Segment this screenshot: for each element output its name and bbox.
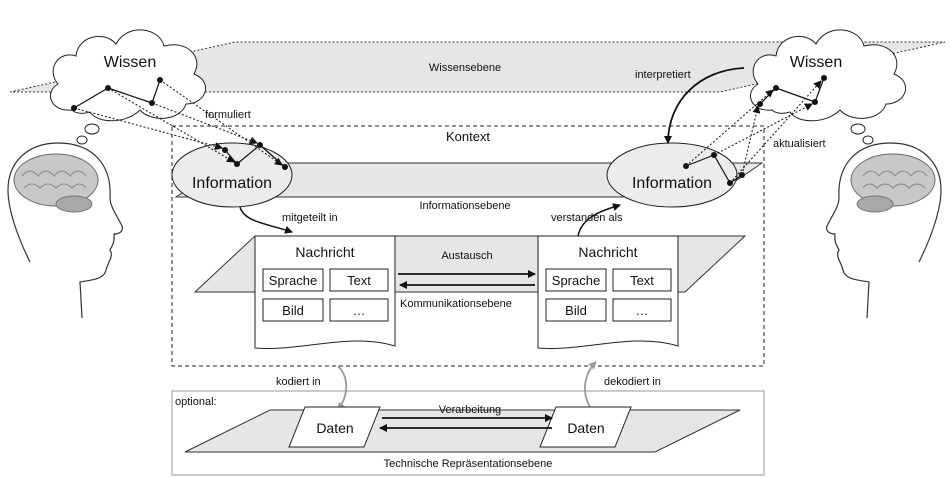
understood-as-arrow — [577, 203, 621, 237]
right-message-item: Bild — [565, 303, 587, 318]
left-message-title: Nachricht — [295, 244, 354, 260]
interprets-label: interpretiert — [635, 69, 691, 81]
optional-label: optional: — [175, 396, 217, 408]
technical-plane — [184, 409, 741, 453]
right-knowledge-label: Wissen — [790, 54, 842, 71]
decoded-in-arrow — [584, 361, 597, 411]
technical-plane-label: Technische Repräsentationsebene — [384, 458, 553, 470]
right-message-title: Nachricht — [578, 244, 637, 260]
left-information-label: Information — [192, 175, 272, 192]
left-message-item-box — [329, 298, 389, 322]
left-message-item-box — [262, 268, 324, 292]
understood-as-label: verstanden als — [551, 212, 623, 224]
processing-label: Verarbeitung — [439, 404, 501, 416]
right-message-item-box — [545, 298, 607, 322]
context-label: Kontext — [446, 129, 490, 144]
left-knowledge-label: Wissen — [104, 54, 156, 71]
right-data-label: Daten — [567, 420, 604, 436]
right-message-item: Text — [630, 273, 654, 288]
left-data-label: Daten — [316, 420, 353, 436]
context-box — [171, 125, 765, 367]
communication-plane-label: Kommunikationsebene — [400, 298, 512, 310]
right-update-arrows — [685, 80, 822, 184]
interprets-arrow — [664, 67, 745, 144]
left-message-item-box — [329, 268, 389, 292]
left-message-item-box — [262, 298, 324, 322]
right-message-item: Sprache — [552, 273, 600, 288]
right-head-icon — [826, 142, 942, 319]
right-data-parallelogram — [539, 406, 632, 448]
communicated-in-arrow — [239, 206, 293, 234]
right-message-item-box — [612, 298, 672, 322]
knowledge-plane-label: Wissensebene — [429, 62, 501, 74]
communicated-in-label: mitgeteilt in — [282, 212, 338, 224]
left-formulation-arrows — [73, 79, 283, 166]
optional-box — [171, 390, 765, 476]
left-message-item: … — [353, 303, 366, 318]
exchange-label: Austausch — [441, 250, 492, 262]
right-message-item: … — [636, 303, 649, 318]
updates-label: aktualisiert — [773, 138, 826, 150]
left-thought-cloud — [49, 29, 206, 145]
left-message-item: Text — [347, 273, 371, 288]
right-message-item-box — [612, 268, 672, 292]
left-data-parallelogram — [288, 406, 381, 448]
decoded-in-label: dekodiert in — [604, 376, 661, 388]
left-message-item: Sprache — [269, 273, 317, 288]
right-message-item-box — [545, 268, 607, 292]
encoded-in-label: kodiert in — [276, 376, 321, 388]
information-plane-label: Informationsebene — [419, 200, 510, 212]
encoded-in-arrow — [337, 365, 348, 411]
right-information-label: Information — [632, 175, 712, 192]
left-head-icon — [7, 142, 123, 319]
left-information-ellipse — [171, 142, 293, 208]
formulates-label: formuliert — [205, 109, 251, 121]
left-message-item: Bild — [282, 303, 304, 318]
right-thought-cloud — [749, 29, 906, 145]
